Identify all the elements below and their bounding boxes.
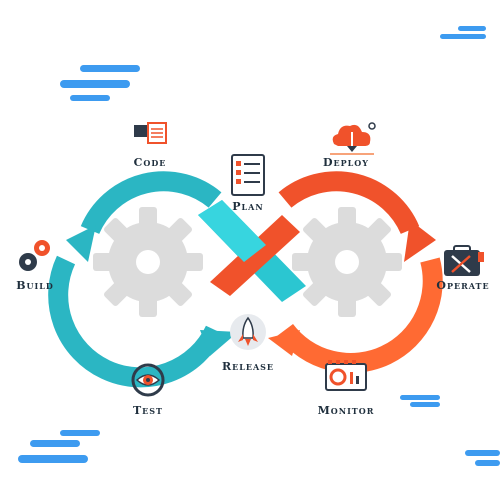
right-gear-icon [292, 207, 402, 317]
plan-checklist-icon [231, 154, 265, 196]
stage-label-deploy: Deploy [323, 156, 369, 169]
right-loop-arrows [268, 171, 443, 373]
deploy-cloud-icon [330, 122, 376, 155]
stage-label-test: Test [132, 404, 164, 417]
stage-label-plan: Plan [232, 200, 264, 213]
operate-toolbox-icon [444, 245, 484, 276]
monitor-dashboard-icon [325, 360, 367, 391]
code-document-icon [134, 122, 167, 144]
left-loop-arrows [48, 171, 238, 388]
decorative-clouds [18, 26, 500, 466]
release-rocket-icon [230, 314, 266, 350]
build-gears-icon [19, 240, 50, 271]
stage-label-release: Release [221, 360, 275, 373]
infinity-crossing [198, 200, 306, 302]
stage-label-build: Build [16, 279, 54, 292]
stage-label-code: Code [133, 156, 167, 169]
left-gear-icon [93, 207, 203, 317]
stage-label-monitor: Monitor [317, 404, 375, 417]
test-eye-icon [131, 363, 165, 397]
stage-label-operate: Operate [436, 279, 490, 292]
